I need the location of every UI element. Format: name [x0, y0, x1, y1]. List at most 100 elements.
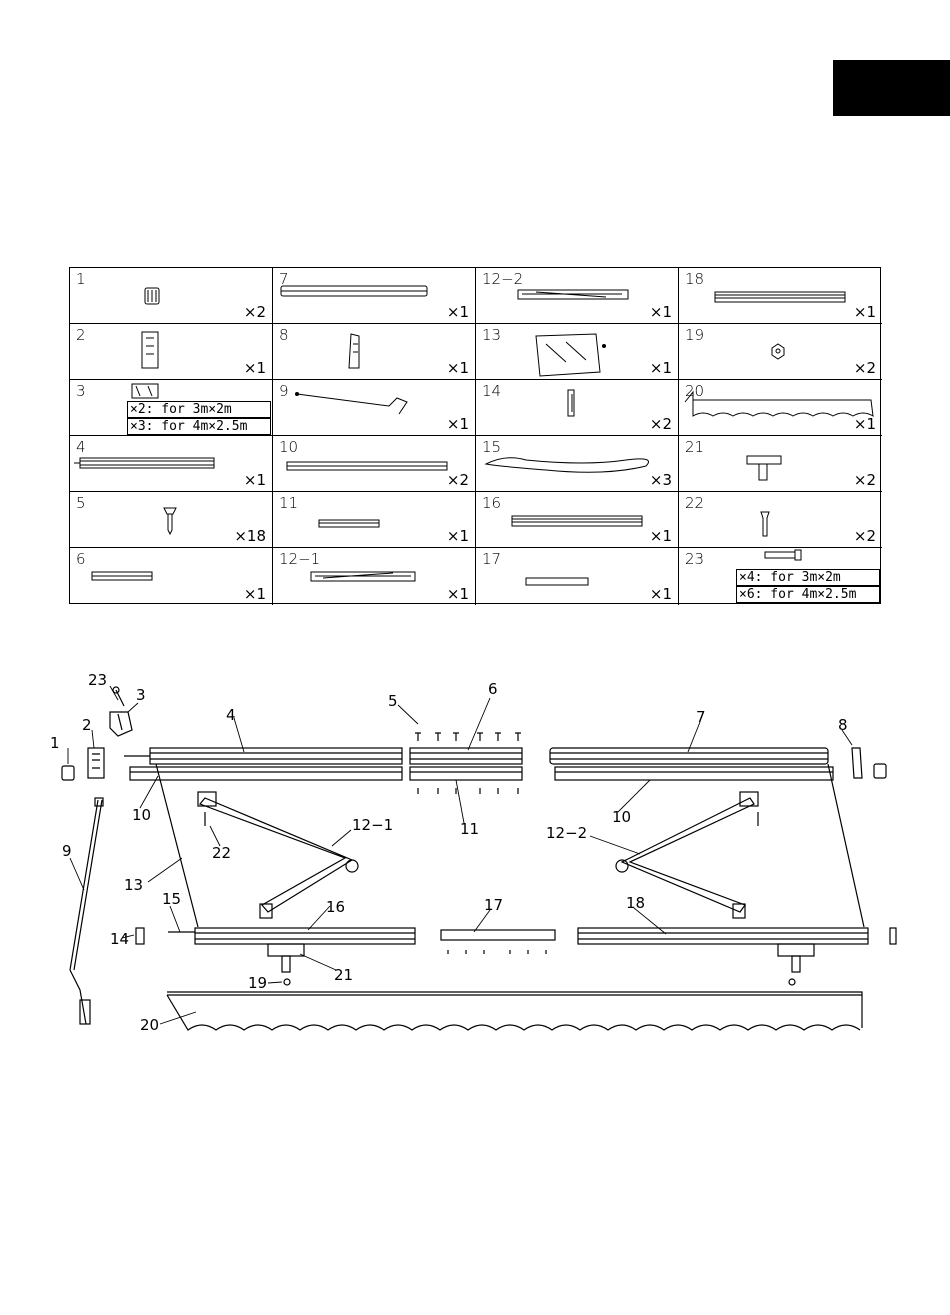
- part-quantity: ×2: [854, 527, 876, 545]
- part-cell: 8×1: [273, 324, 476, 380]
- part-quantity: ×1: [854, 415, 876, 433]
- part-quantity: ×2: [854, 359, 876, 377]
- callout-16: 16: [326, 898, 345, 916]
- end-plate-icon: [476, 380, 679, 436]
- part-quantity: ×1: [447, 527, 469, 545]
- part-quantity: ×1: [447, 585, 469, 603]
- part-number: 6: [76, 550, 86, 568]
- part-cell: 4 ×1: [70, 436, 273, 492]
- strap-icon: [476, 436, 679, 492]
- bar-part-10-right: [555, 767, 833, 780]
- gear-bracket-icon: [70, 324, 273, 380]
- connector-bar-part-17: [441, 930, 555, 954]
- rail-icon: [679, 268, 882, 324]
- part-quantity: ×1: [650, 527, 672, 545]
- part-quantity: ×1: [244, 359, 266, 377]
- part-cell: 12−1 ×1: [273, 548, 476, 605]
- part-cell: 23 ×4: for 3m×2m×6: for 4m×2.5m: [679, 548, 882, 605]
- part-quantity: ×2: [244, 303, 266, 321]
- callout-20: 20: [140, 1016, 159, 1034]
- front-bar-icon: [273, 268, 476, 324]
- end-cap-icon: [70, 268, 273, 324]
- short-tube-part-6: [410, 748, 522, 764]
- part-cell: 2×1: [70, 324, 273, 380]
- callout-10-left: 10: [132, 806, 151, 824]
- valance-icon: [679, 380, 882, 436]
- part-quantity: ×1: [854, 303, 876, 321]
- quantity-note: ×2: for 3m×2m: [127, 401, 271, 418]
- part-cell: 6×1: [70, 548, 273, 605]
- callout-3: 3: [136, 686, 146, 704]
- bracket-icon: [273, 324, 476, 380]
- mount-plate-icon: [679, 436, 882, 492]
- end-cap-part-1: [62, 766, 74, 780]
- part-number: 10: [279, 438, 298, 456]
- part-quantity: ×1: [650, 303, 672, 321]
- quantity-note: ×6: for 4m×2.5m: [736, 586, 880, 603]
- callout-4: 4: [226, 706, 236, 724]
- part-number: 22: [685, 494, 704, 512]
- part-quantity: ×1: [447, 359, 469, 377]
- part-cell: 9×1: [273, 380, 476, 436]
- bolt-icon: [679, 492, 882, 548]
- page-corner-tab: [833, 60, 950, 116]
- crank-handle-icon: [273, 380, 476, 436]
- parts-list-table: 1×27×112−2×118×12×18×113×119×23×2: for 3…: [69, 267, 881, 604]
- callout-18: 18: [626, 894, 645, 912]
- part-number: 5: [76, 494, 86, 512]
- part-number: 17: [482, 550, 501, 568]
- part-number: 20: [685, 382, 704, 400]
- callout-10-right: 10: [612, 808, 631, 826]
- part-number: 3: [76, 382, 86, 400]
- part-number: 15: [482, 438, 501, 456]
- bracket-part-8: [852, 748, 886, 778]
- rail-part-18: [578, 928, 868, 944]
- rail-part-16: [195, 928, 415, 944]
- part-quantity: ×3: [650, 471, 672, 489]
- mount-plate-right: [778, 944, 814, 972]
- callout-8: 8: [838, 716, 848, 734]
- fabric-roll-icon: [476, 324, 679, 380]
- part-number: 1: [76, 270, 86, 288]
- callout-14: 14: [110, 930, 129, 948]
- bar-part-10-left: [130, 767, 402, 780]
- part-quantity: ×2: [447, 471, 469, 489]
- callout-11: 11: [460, 820, 479, 838]
- callout-1: 1: [50, 734, 60, 752]
- part-cell: 12−2×1: [476, 268, 679, 324]
- part-cell: 15 ×3: [476, 436, 679, 492]
- part-cell: 14 ×2: [476, 380, 679, 436]
- callout-7: 7: [696, 708, 706, 726]
- part-number: 4: [76, 438, 86, 456]
- wall-bracket-part-3: [110, 712, 132, 736]
- part-cell: 1 ×2: [70, 268, 273, 324]
- part-cell: 10 ×2: [273, 436, 476, 492]
- part-number: 7: [279, 270, 289, 288]
- exploded-assembly-diagram: 1 2 23 3 4 5 6 7 8 9 10 10 11 12−1 12−2 …: [0, 660, 950, 1060]
- part-number: 12−1: [279, 550, 320, 568]
- connector-bar-icon: [476, 548, 679, 604]
- short-bar-part-11: [410, 767, 522, 780]
- part-cell: 7×1: [273, 268, 476, 324]
- callout-5: 5: [388, 692, 398, 710]
- part-number: 23: [685, 550, 704, 568]
- roller-tube-part-4: [124, 748, 402, 764]
- part-quantity: ×1: [244, 471, 266, 489]
- part-cell: 16×1: [476, 492, 679, 548]
- end-plate-part-14: [136, 928, 144, 944]
- crank-handle-part-9: [70, 798, 103, 1024]
- part-quantity: ×2: [650, 415, 672, 433]
- bar-icon: [273, 436, 476, 492]
- quantity-note: ×4: for 3m×2m: [736, 569, 880, 586]
- callout-21: 21: [334, 966, 353, 984]
- valance-part-20: [167, 992, 862, 1030]
- short-tube-icon: [70, 548, 273, 604]
- part-quantity: ×2: [854, 471, 876, 489]
- part-number: 14: [482, 382, 501, 400]
- callout-19: 19: [248, 974, 267, 992]
- callout-2: 2: [82, 716, 92, 734]
- part-quantity: ×1: [650, 359, 672, 377]
- part-cell: 11×1: [273, 492, 476, 548]
- callout-9: 9: [62, 842, 72, 860]
- callout-15: 15: [162, 890, 181, 908]
